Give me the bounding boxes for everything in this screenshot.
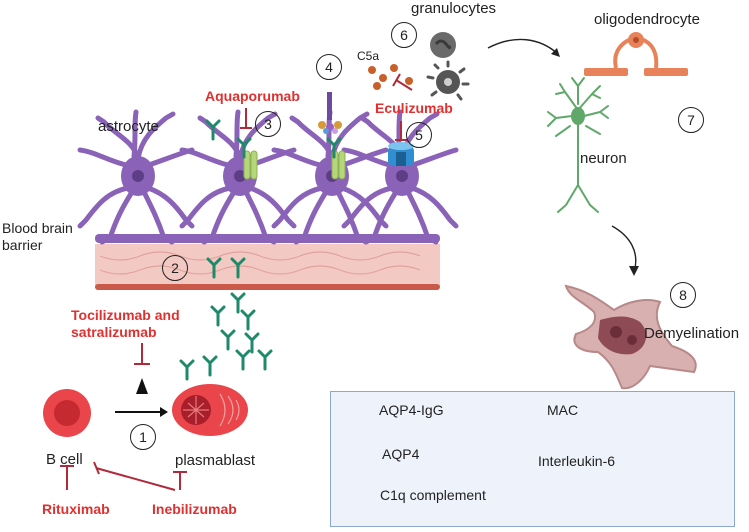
step-8: 8: [670, 282, 696, 308]
rituximab-inhibition: [60, 465, 74, 490]
progression-arrow-1: [487, 38, 560, 57]
tocilizumab-inhibition: [134, 343, 150, 365]
step-2: 2: [162, 255, 188, 281]
step-4: 4: [316, 54, 342, 80]
inebilizumab-inhibition: [93, 461, 187, 491]
antibody-flow-1: [230, 292, 246, 314]
legend-panel: [330, 391, 735, 527]
legend-mac-label: MAC: [547, 402, 579, 418]
legend-il6-label: Interleukin-6: [538, 453, 616, 469]
label-oligodendrocyte: oligodendrocyte: [594, 11, 700, 28]
step-7: 7: [678, 107, 704, 133]
c5a-fragments: [368, 64, 413, 90]
il6-triangle: [136, 378, 148, 394]
step-5: 5: [406, 122, 432, 148]
label-c5a: C5a: [357, 49, 380, 63]
eculizumab-inhibition: [392, 73, 413, 141]
drug-eculizumab: Eculizumab: [375, 100, 453, 116]
neuron-cell: [547, 77, 609, 213]
legend-c1q-label: C1q complement: [380, 487, 486, 503]
progression-arrow-2: [611, 225, 639, 276]
drug-inebilizumab: Inebilizumab: [152, 501, 237, 517]
mac-complex: [388, 142, 414, 166]
label-bbb-line-2: barrier: [2, 237, 43, 253]
oligodendrocyte-cell: [584, 32, 688, 76]
drug-tocilizumab-line-1: Tocilizumab and: [71, 307, 180, 323]
antibody-flow-5: [244, 332, 260, 354]
plasmablast-cell: [172, 384, 248, 436]
legend-aqp4-label: AQP4: [382, 446, 420, 462]
antibody-flow-2: [210, 305, 226, 327]
antibody-flow-8: [257, 349, 273, 371]
drug-tocilizumab-line-2: satralizumab: [71, 324, 157, 340]
differentiation-arrow: [115, 407, 168, 417]
label-b-cell: B cell: [46, 451, 83, 468]
antibody-flow-7: [202, 355, 218, 377]
antibody-flow-9: [179, 359, 195, 381]
aqp4-channel-1: [243, 150, 258, 180]
aquaporumab-inhibition: [240, 108, 252, 129]
label-bbb-line-1: Blood brain: [2, 220, 73, 236]
antibody-flow-4: [220, 329, 236, 351]
granulocyte-cells: [426, 32, 470, 101]
demyelination-lesion: [564, 284, 697, 390]
label-granulocytes: granulocytes: [411, 0, 497, 17]
label-plasmablast: plasmablast: [175, 452, 256, 469]
label-astrocyte: astrocyte: [98, 118, 159, 135]
drug-rituximab: Rituximab: [42, 501, 110, 517]
drug-tocilizumab-satralizumab: Tocilizumab and satralizumab: [71, 307, 180, 341]
label-neuron: neuron: [580, 150, 627, 167]
antibody-flow-3: [240, 309, 256, 331]
step-1: 1: [130, 424, 156, 450]
step-3: 3: [255, 111, 281, 137]
c1q-complement: [318, 92, 342, 134]
drug-aquaporumab: Aquaporumab: [205, 88, 300, 104]
b-cell: [43, 389, 91, 437]
label-blood-brain-barrier: Blood brain barrier: [2, 220, 73, 254]
antibody-flow-6: [235, 349, 251, 371]
neuron-soma: [571, 107, 585, 125]
label-demyelination: Demyelination: [644, 325, 740, 342]
step-6: 6: [391, 22, 417, 48]
blood-brain-barrier: [95, 234, 440, 290]
legend-aqp4-igg-label: AQP4-IgG: [379, 402, 444, 418]
